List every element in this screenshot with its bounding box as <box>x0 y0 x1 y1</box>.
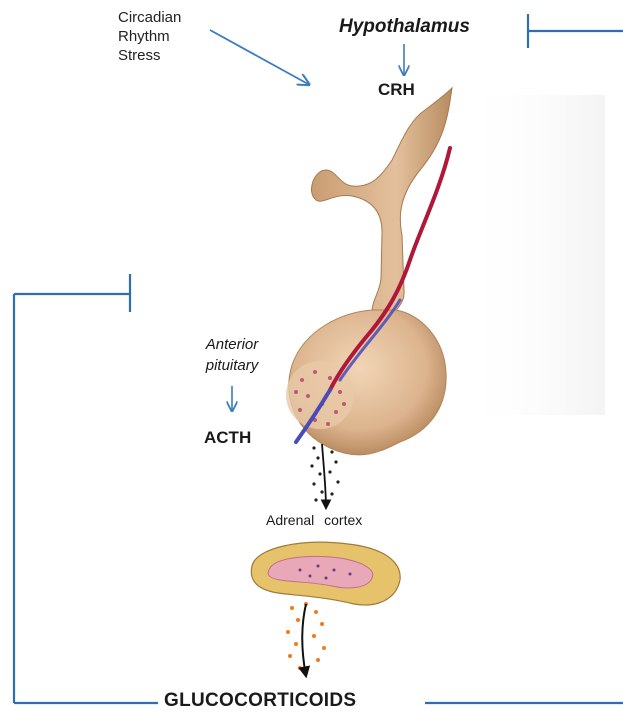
stimulus-stress: Stress <box>118 46 181 65</box>
adrenal-cortex-label: Adrenal cortex <box>266 512 362 528</box>
glucocorticoids-label: GLUCOCORTICOIDS <box>160 690 360 712</box>
anterior-pituitary-line2: pituitary <box>189 355 275 376</box>
acth-arrow <box>322 444 326 508</box>
anterior-lobe <box>286 361 354 429</box>
stimulus-labels: Circadian Rhythm Stress <box>118 8 181 65</box>
acth-label: ACTH <box>204 428 251 448</box>
hypothalamus-tissue <box>311 88 452 312</box>
stimulus-circadian: Circadian <box>118 8 181 27</box>
feedback-loop-left <box>14 274 158 703</box>
glucocorticoid-dots <box>286 602 326 670</box>
input-arrow <box>210 30 308 84</box>
anterior-pituitary-line1: Anterior <box>189 334 275 355</box>
hypothalamus-label: Hypothalamus <box>339 16 470 38</box>
brain-shading <box>455 95 605 415</box>
anterior-pituitary-label: Anterior pituitary <box>189 334 275 376</box>
stimulus-rhythm: Rhythm <box>118 27 181 46</box>
glucocorticoid-arrow <box>302 604 306 676</box>
crh-label: CRH <box>378 80 415 100</box>
